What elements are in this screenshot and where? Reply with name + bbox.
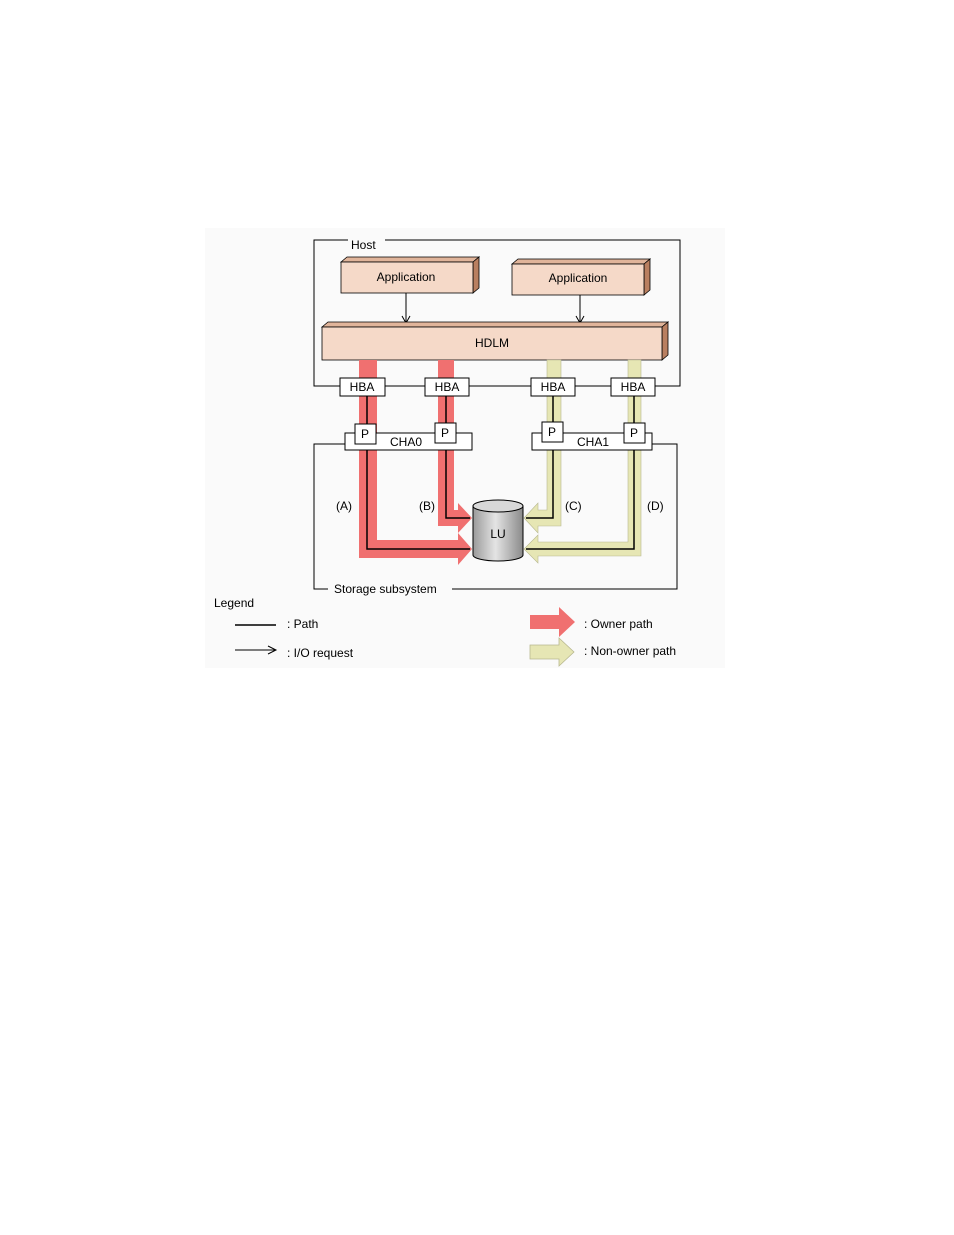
legend-path-text: : Path [287, 617, 318, 631]
hba-box-3: HBA [531, 378, 575, 396]
lu-cylinder: LU [473, 500, 523, 561]
port-box-3: P [542, 422, 563, 442]
legend-owner-text: : Owner path [584, 617, 653, 631]
legend-io-text: : I/O request [287, 646, 354, 660]
application-label-2: Application [549, 271, 608, 285]
port-label-1: P [361, 427, 369, 441]
hba-box-4: HBA [611, 378, 655, 396]
application-box-2: Application [512, 259, 650, 295]
hba-box-1: HBA [340, 378, 385, 396]
path-label-b: (B) [419, 499, 435, 513]
hdlm-label: HDLM [475, 336, 509, 350]
cha1-label: CHA1 [577, 435, 609, 449]
hba-label-3: HBA [541, 380, 566, 394]
hba-label-1: HBA [350, 380, 375, 394]
lu-label: LU [490, 527, 505, 541]
hdlm-box: HDLM [322, 322, 668, 360]
port-label-2: P [441, 426, 449, 440]
path-label-c: (C) [565, 499, 582, 513]
port-box-1: P [355, 424, 376, 444]
legend-title: Legend [214, 596, 254, 610]
application-box-1: Application [341, 257, 479, 293]
application-label-1: Application [377, 270, 436, 284]
hba-label-4: HBA [621, 380, 646, 394]
port-label-3: P [548, 425, 556, 439]
path-label-a: (A) [336, 499, 352, 513]
legend-non-owner-text: : Non-owner path [584, 644, 676, 658]
host-label: Host [351, 238, 376, 252]
storage-label: Storage subsystem [334, 582, 437, 596]
hba-box-2: HBA [425, 378, 469, 396]
hba-label-2: HBA [435, 380, 460, 394]
port-label-4: P [630, 426, 638, 440]
path-label-d: (D) [647, 499, 664, 513]
port-box-4: P [624, 423, 645, 443]
port-box-2: P [435, 423, 456, 443]
cha0-label: CHA0 [390, 435, 422, 449]
